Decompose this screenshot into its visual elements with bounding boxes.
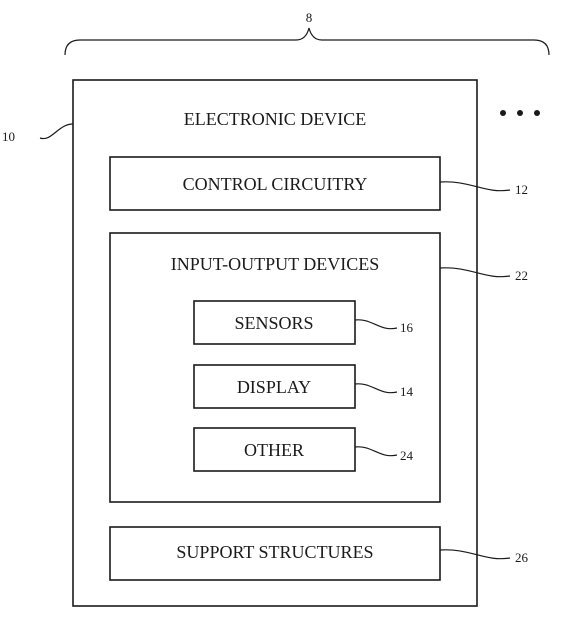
sensors-ref: 16	[400, 320, 414, 335]
support-structures-label: SUPPORT STRUCTURES	[176, 542, 373, 562]
control-circuitry-ref: 12	[515, 182, 528, 197]
input-output-devices-ref: 22	[515, 268, 528, 283]
electronic-device-box	[72, 79, 478, 607]
electronic-device-label: ELECTRONIC DEVICE	[184, 109, 366, 129]
system-ref: 8	[306, 10, 313, 25]
sensors-leader	[354, 319, 398, 330]
control-circuitry-leader	[439, 181, 511, 192]
control-circuitry-box	[109, 156, 441, 211]
device-leader	[39, 123, 74, 140]
display-box	[193, 364, 356, 409]
input-output-devices-label: INPUT-OUTPUT DEVICES	[171, 254, 380, 274]
ellipsis-icon	[500, 110, 540, 116]
display-label: DISPLAY	[237, 377, 311, 397]
sensors-box	[193, 300, 356, 345]
system-brace	[64, 27, 550, 56]
other-ref: 24	[400, 448, 414, 463]
support-structures-ref: 26	[515, 550, 529, 565]
control-circuitry-label: CONTROL CIRCUITRY	[183, 174, 368, 194]
display-ref: 14	[400, 384, 414, 399]
input-output-devices-leader	[439, 267, 511, 278]
support-structures-box	[109, 526, 441, 581]
sensors-label: SENSORS	[234, 313, 313, 333]
other-leader	[354, 446, 398, 457]
support-structures-leader	[439, 549, 511, 560]
device-ref: 10	[2, 129, 15, 144]
input-output-devices-box	[109, 232, 441, 503]
other-box	[193, 427, 356, 472]
display-leader	[354, 383, 398, 394]
other-label: OTHER	[244, 440, 304, 460]
